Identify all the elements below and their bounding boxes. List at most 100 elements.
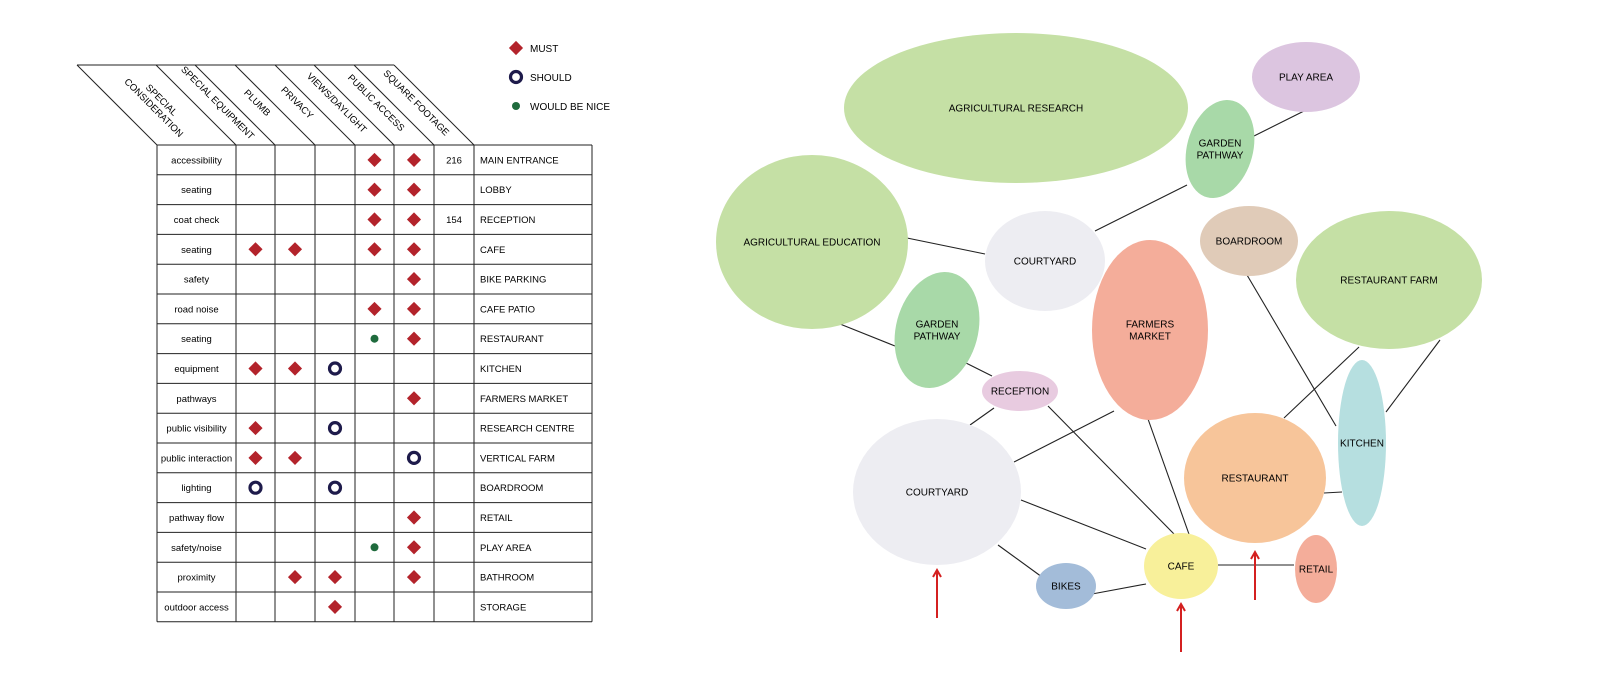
connection-line xyxy=(1020,499,1147,550)
bubble-shape xyxy=(982,371,1058,411)
row-consideration: seating xyxy=(181,245,212,256)
must-diamond-icon xyxy=(287,570,303,585)
bubble-courtyard-1: COURTYARD xyxy=(985,211,1105,311)
should-ring-icon xyxy=(508,69,524,85)
bubble-shape xyxy=(1092,240,1208,420)
must-diamond-icon xyxy=(367,212,382,227)
bubble-label: COURTYARD xyxy=(906,488,968,499)
bubble-label: RESTAURANT xyxy=(1221,474,1288,485)
bubble-shape xyxy=(1200,206,1298,276)
arrow-head xyxy=(1176,601,1186,612)
bubble-shape xyxy=(716,155,908,329)
bubble-shape xyxy=(1338,360,1386,526)
entry-arrow-icon xyxy=(932,567,942,618)
bubble-label: COURTYARD xyxy=(1014,257,1076,268)
must-diamond-icon xyxy=(406,391,422,406)
bubble-ag-education: AGRICULTURAL EDUCATION xyxy=(716,155,908,329)
connection-line xyxy=(1253,109,1307,137)
matrix-header-divider xyxy=(274,64,356,146)
row-space-name: RECEPTION xyxy=(480,215,536,226)
bubble-label: MARKET xyxy=(1129,332,1171,343)
bubble-play-area: PLAY AREA xyxy=(1252,42,1360,112)
row-space-name: RESTAURANT xyxy=(480,334,544,345)
matrix-row: seating CAFE xyxy=(181,242,505,257)
must-diamond-icon xyxy=(406,510,422,525)
bubble-label: PATHWAY xyxy=(1197,151,1244,162)
row-consideration: lighting xyxy=(181,483,211,494)
must-diamond-icon xyxy=(287,361,303,376)
connection-line xyxy=(1047,405,1176,536)
bubble-label: CAFE xyxy=(1168,562,1195,573)
bubble-label: RESTAURANT FARM xyxy=(1340,276,1437,287)
matrix-column-header: SPECIALCONSIDERATION xyxy=(122,69,193,140)
matrix-row: seating RESTAURANT xyxy=(181,331,544,346)
legend-nice: WOULD BE NICE xyxy=(512,102,610,113)
legend-should: SHOULD xyxy=(508,69,572,85)
row-space-name: RESEARCH CENTRE xyxy=(480,424,575,435)
matrix-header-divider xyxy=(393,64,475,146)
bubble-reception: RECEPTION xyxy=(982,371,1058,411)
bubble-label: AGRICULTURAL RESEARCH xyxy=(949,104,1083,115)
row-space-name: MAIN ENTRANCE xyxy=(480,155,559,166)
must-diamond-icon xyxy=(508,40,524,56)
matrix-row: public visibility RESEARCH CENTRE xyxy=(166,421,575,436)
must-diamond-icon xyxy=(287,242,303,257)
must-diamond-icon xyxy=(406,331,422,346)
bubble-shape xyxy=(1296,211,1482,349)
row-consideration: proximity xyxy=(177,573,215,584)
must-diamond-icon xyxy=(248,450,263,465)
must-diamond-icon xyxy=(406,272,422,287)
row-consideration: accessibility xyxy=(171,155,222,166)
row-consideration: equipment xyxy=(174,364,219,375)
arrow-head xyxy=(932,567,942,578)
row-consideration: pathways xyxy=(176,394,216,405)
matrix-header-divider xyxy=(353,64,435,146)
should-ring-icon xyxy=(327,480,343,495)
bubble-label: GARDEN xyxy=(1199,139,1242,150)
matrix-column-header: PRIVACY xyxy=(278,85,315,122)
bubble-label: FARMERS xyxy=(1126,320,1175,331)
bubble-shape xyxy=(1184,413,1326,543)
arrow-head xyxy=(1250,549,1260,560)
must-diamond-icon xyxy=(248,242,263,257)
row-consideration: road noise xyxy=(174,304,218,315)
bubble-shape xyxy=(1295,535,1337,603)
must-diamond-icon xyxy=(248,361,263,376)
should-ring-icon xyxy=(406,450,422,465)
bubble-shape xyxy=(1144,533,1218,599)
row-square-footage: 216 xyxy=(446,155,462,166)
matrix-row: lighting BOARDROOM xyxy=(181,480,543,495)
row-consideration: seating xyxy=(181,334,212,345)
should-ring-icon xyxy=(327,421,343,436)
must-diamond-icon xyxy=(406,570,422,585)
row-space-name: PLAY AREA xyxy=(480,543,532,554)
row-space-name: CAFE xyxy=(480,245,505,256)
bubble-label: PATHWAY xyxy=(914,332,961,343)
must-diamond-icon xyxy=(287,450,303,465)
connection-line xyxy=(1094,184,1188,232)
row-space-name: BOARDROOM xyxy=(480,483,543,494)
entry-arrows xyxy=(932,549,1260,652)
row-consideration: safety/noise xyxy=(171,543,222,554)
bubble-shape xyxy=(985,211,1105,311)
nice-dot-icon xyxy=(370,334,379,343)
row-consideration: safety xyxy=(184,275,210,286)
bubble-shape xyxy=(853,419,1021,565)
legend-must-label: MUST xyxy=(530,44,558,55)
should-ring-icon xyxy=(327,361,343,376)
legend-nice-label: WOULD BE NICE xyxy=(530,102,610,113)
row-consideration: seating xyxy=(181,185,212,196)
row-consideration: public visibility xyxy=(166,424,226,435)
bubble-cafe: CAFE xyxy=(1144,533,1218,599)
bubble-shape xyxy=(1252,42,1360,112)
row-space-name: RETAIL xyxy=(480,513,513,524)
matrix-column-header: SQUARE FOOTAGE xyxy=(381,68,451,138)
row-space-name: VERTICAL FARM xyxy=(480,453,555,464)
